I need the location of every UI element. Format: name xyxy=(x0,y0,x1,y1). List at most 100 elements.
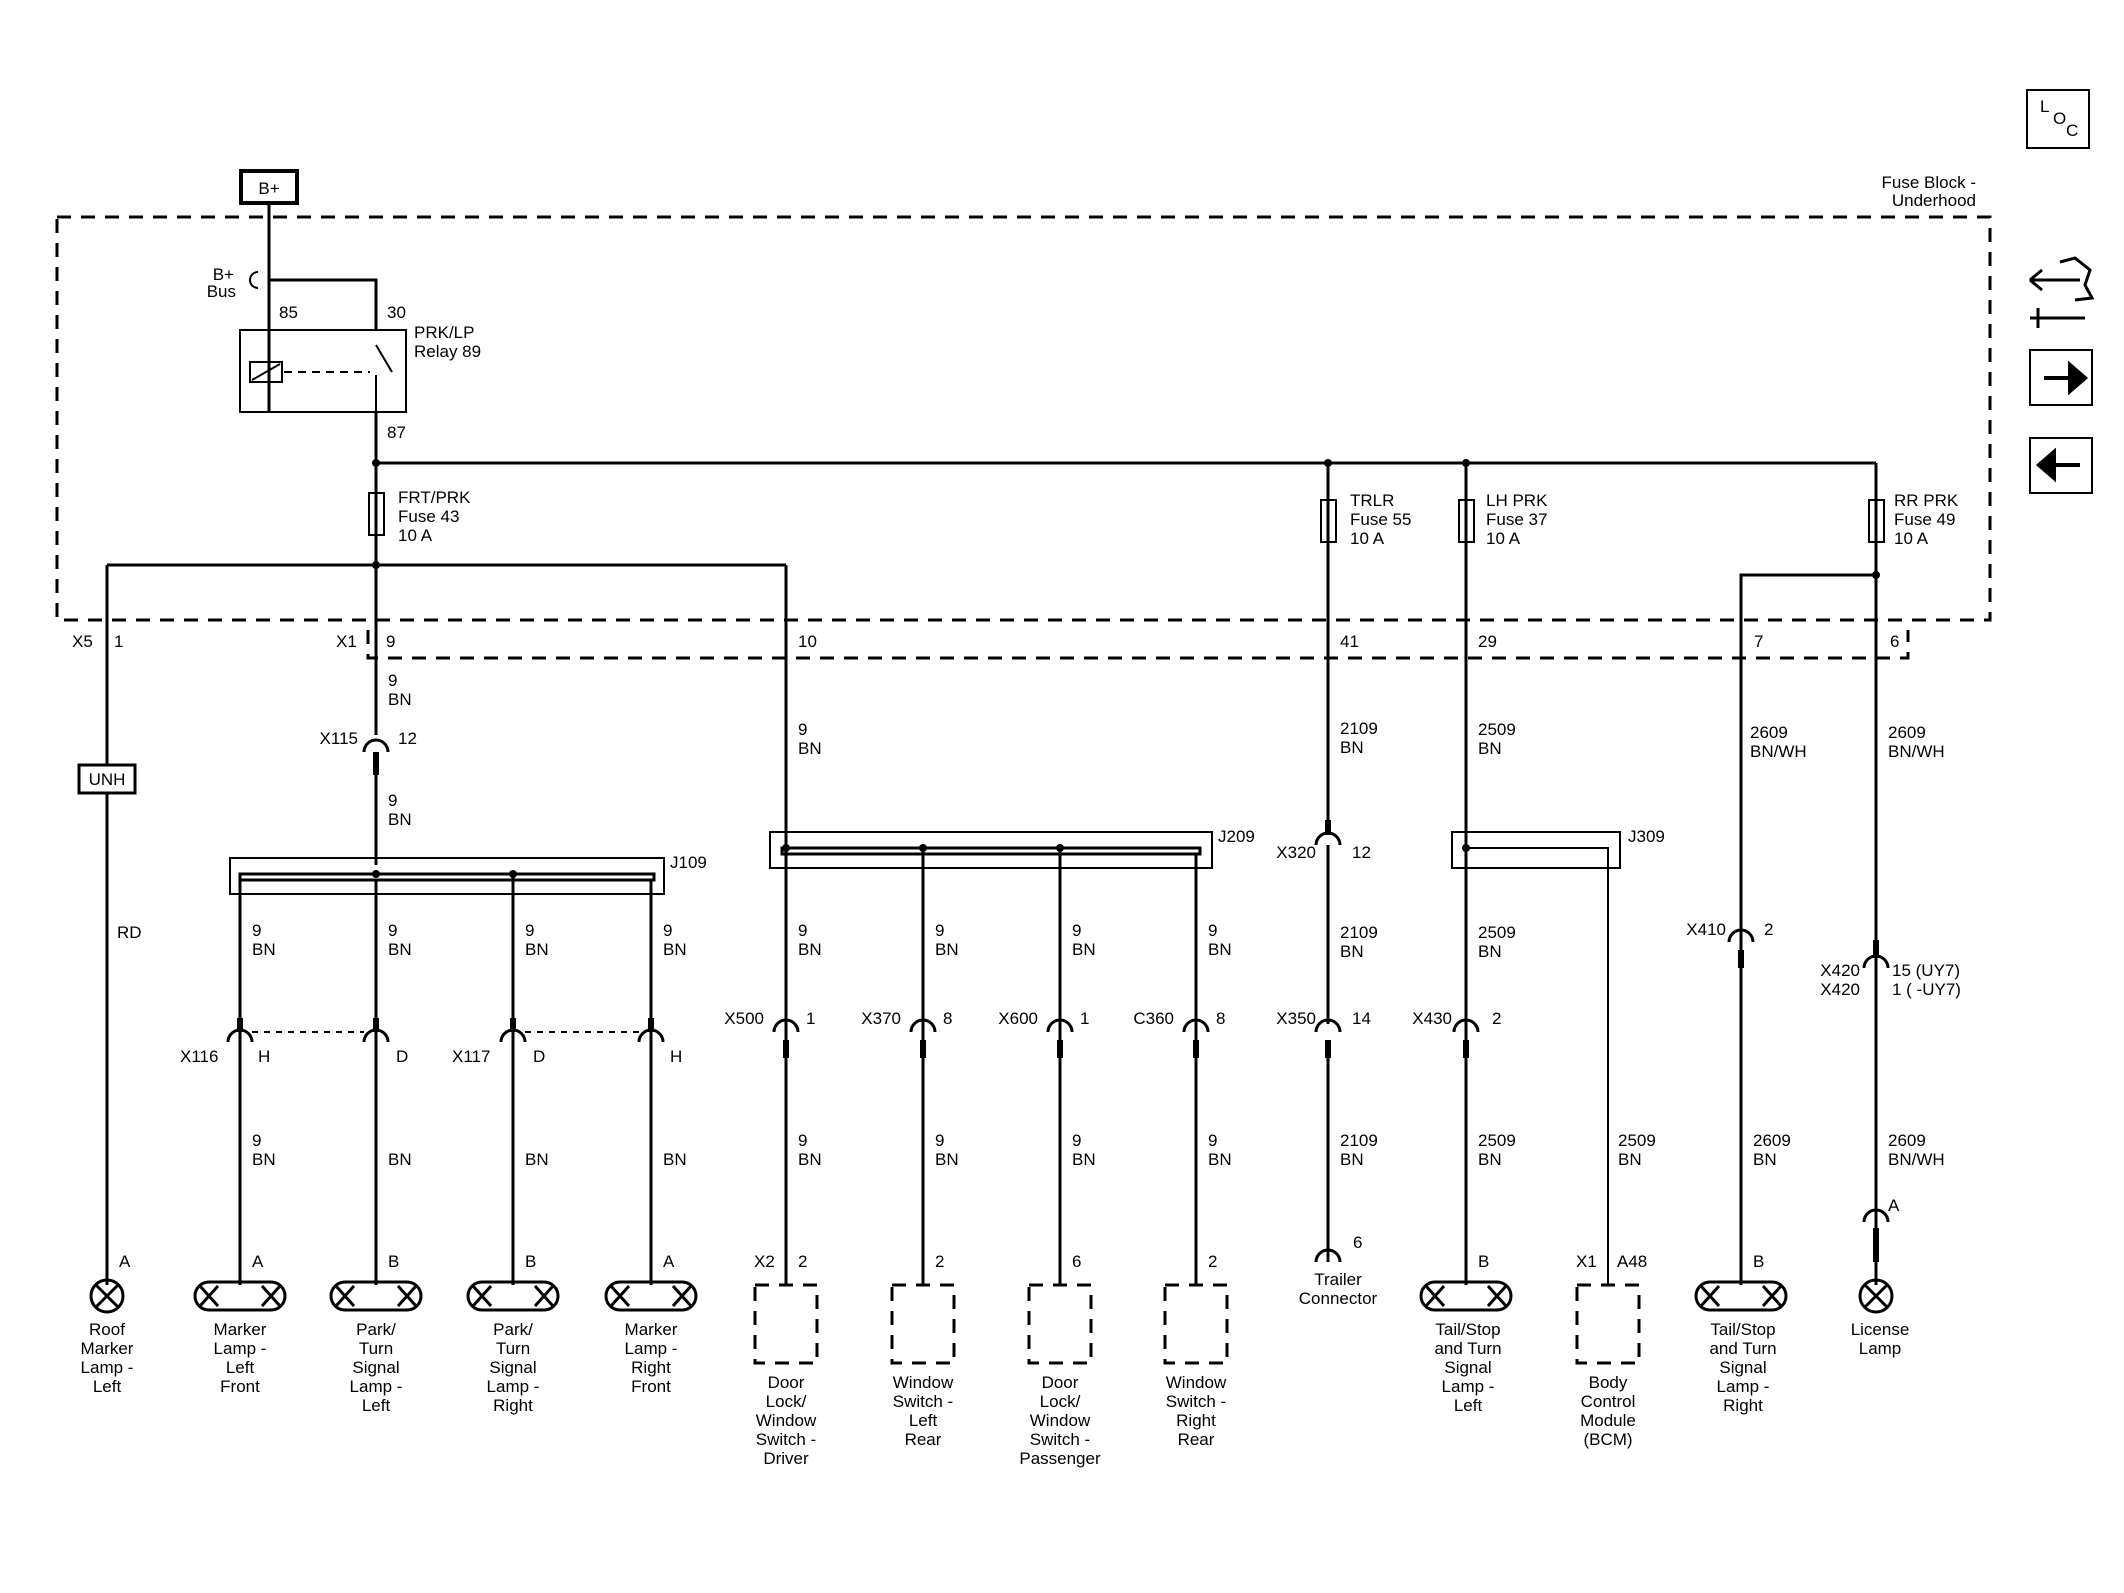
component-rr-switch: Window Switch - Right Rear xyxy=(1166,1373,1227,1449)
tail-right-l2: and Turn xyxy=(1709,1339,1776,1358)
lamp-icon xyxy=(466,1280,560,1312)
lower-wire-2109-size: 2109 xyxy=(1340,1131,1378,1150)
fuse-trlr-rating: 10 A xyxy=(1350,529,1385,548)
park-left-l5: Left xyxy=(362,1396,391,1415)
tail-right-l1: Tail/Stop xyxy=(1710,1320,1775,1339)
bcm-box xyxy=(1575,1283,1641,1365)
x320-pin: 12 xyxy=(1352,843,1371,862)
driver-switch-box xyxy=(753,1283,819,1365)
j209-br2-size: 9 xyxy=(935,921,944,940)
unh-label: UNH xyxy=(89,770,126,789)
lower-wire-3-color: BN xyxy=(525,1150,549,1169)
b-plus-bus-symbol xyxy=(249,271,259,289)
park-left-pin: B xyxy=(388,1252,399,1271)
fuse-frt-prk-name: FRT/PRK xyxy=(398,488,471,507)
relay-pin-85: 85 xyxy=(279,303,298,322)
loc-button[interactable]: L O C xyxy=(2026,89,2090,149)
park-right-l4: Lamp - xyxy=(487,1377,540,1396)
park-left-l3: Signal xyxy=(352,1358,399,1377)
bus-label-2: Bus xyxy=(207,282,236,301)
driver-switch-pin: 2 xyxy=(798,1252,807,1271)
prk-lp-relay xyxy=(239,329,407,413)
x600-label: X600 xyxy=(998,1009,1038,1028)
wire-2109: 2109 xyxy=(1340,719,1378,738)
x320-label: X320 xyxy=(1276,843,1316,862)
component-park-right: Park/ Turn Signal Lamp - Right xyxy=(487,1320,540,1415)
splice-j309: J309 xyxy=(1451,827,1665,1285)
lower-wire-4-color: BN xyxy=(663,1150,687,1169)
battery-b-plus: B+ xyxy=(239,169,299,205)
lamp-icon xyxy=(193,1280,287,1312)
component-driver-switch: Door Lock/ Window Switch - Driver xyxy=(756,1373,817,1468)
j109-br4-size: 9 xyxy=(663,921,672,940)
previous-page-button[interactable] xyxy=(2029,437,2093,494)
rr-switch-box xyxy=(1163,1283,1229,1365)
component-marker-lf: Marker Lamp - Left Front xyxy=(214,1320,267,1396)
j109-br2-color: BN xyxy=(388,940,412,959)
park-right-l3: Signal xyxy=(489,1358,536,1377)
x370-pin: 8 xyxy=(943,1009,952,1028)
lr-switch-l3: Left xyxy=(909,1411,938,1430)
rr-switch-l3: Right xyxy=(1176,1411,1216,1430)
wire-9-b: 9 xyxy=(388,791,397,810)
pass-switch-l5: Passenger xyxy=(1019,1449,1101,1468)
x410-pin: 2 xyxy=(1764,920,1773,939)
lower-wire-6-color: BN xyxy=(935,1150,959,1169)
lower-wire-2609b-size: 2609 xyxy=(1888,1131,1926,1150)
component-roof-marker: Roof Marker Lamp - Left xyxy=(81,1320,134,1396)
connector-x430: X430 2 xyxy=(1412,845,1501,1285)
wire-2509-mid: 2509 xyxy=(1478,923,1516,942)
lower-wire-8-size: 9 xyxy=(1208,1131,1217,1150)
bus-label-1: B+ xyxy=(213,265,234,284)
arrow-left-icon xyxy=(2035,447,2080,483)
fuse-rr-prk-rating: 10 A xyxy=(1894,529,1929,548)
x1-connector-outline xyxy=(366,630,1910,660)
component-bcm: Body Control Module (BCM) xyxy=(1580,1373,1636,1449)
relay-name-2: Relay 89 xyxy=(414,342,481,361)
unh-option-box xyxy=(77,763,137,795)
fuse-block-subtitle: Underhood xyxy=(1892,191,1976,210)
fuse-rr-prk-number: Fuse 49 xyxy=(1894,510,1955,529)
fuse-lh-prk: LH PRK Fuse 37 10 A xyxy=(1458,463,1548,845)
x410-label: X410 xyxy=(1686,920,1726,939)
tail-right-l5: Right xyxy=(1723,1396,1763,1415)
rr-switch-pin: 2 xyxy=(1208,1252,1217,1271)
lamp-icon xyxy=(1694,1280,1788,1312)
lower-wire-2-color: BN xyxy=(388,1150,412,1169)
pass-switch-l2: Lock/ xyxy=(1040,1392,1081,1411)
x420-pin-uy7: 15 (UY7) xyxy=(1892,961,1960,980)
pass-switch-pin: 6 xyxy=(1072,1252,1081,1271)
j209-br4-size: 9 xyxy=(1208,921,1217,940)
connector-x320: X320 12 xyxy=(1276,820,1371,1024)
wire-rd: RD xyxy=(117,923,142,942)
next-page-button[interactable] xyxy=(2029,349,2093,406)
rr-switch-l4: Rear xyxy=(1178,1430,1215,1449)
x600-pin: 1 xyxy=(1080,1009,1089,1028)
x117-pin-h: H xyxy=(670,1047,682,1066)
marker-lf-pin: A xyxy=(252,1252,264,1271)
lamp-icon xyxy=(329,1280,423,1312)
x500-label: X500 xyxy=(724,1009,764,1028)
harness-routing-icon[interactable] xyxy=(2029,256,2095,328)
rr-switch-l1: Window xyxy=(1166,1373,1227,1392)
x115-label: X115 xyxy=(320,729,358,748)
lower-wire-2509a-size: 2509 xyxy=(1478,1131,1516,1150)
fuse-lh-prk-rating: 10 A xyxy=(1486,529,1521,548)
lower-wire-2609b-color: BN/WH xyxy=(1888,1150,1945,1169)
wire-bn-b: BN xyxy=(388,810,412,829)
splice-j109: J109 xyxy=(229,853,707,895)
c360-label: C360 xyxy=(1133,1009,1174,1028)
pin-x1-6: 6 xyxy=(1890,632,1899,651)
battery-label: B+ xyxy=(258,179,279,198)
x116-label: X116 xyxy=(180,1047,218,1066)
roof-marker-pin: A xyxy=(119,1252,131,1271)
j209-br1-size: 9 xyxy=(798,921,807,940)
fuse-frt-prk: FRT/PRK Fuse 43 10 A xyxy=(368,488,471,545)
j109-br3-color: BN xyxy=(525,940,549,959)
tail-right-pin: B xyxy=(1753,1252,1764,1271)
connector-x116: X116 H D xyxy=(180,1018,408,1066)
lower-wire-6-size: 9 xyxy=(935,1131,944,1150)
marker-rf-pin: A xyxy=(663,1252,675,1271)
loc-letter-l: L xyxy=(2040,97,2049,116)
driver-switch-l5: Driver xyxy=(763,1449,809,1468)
